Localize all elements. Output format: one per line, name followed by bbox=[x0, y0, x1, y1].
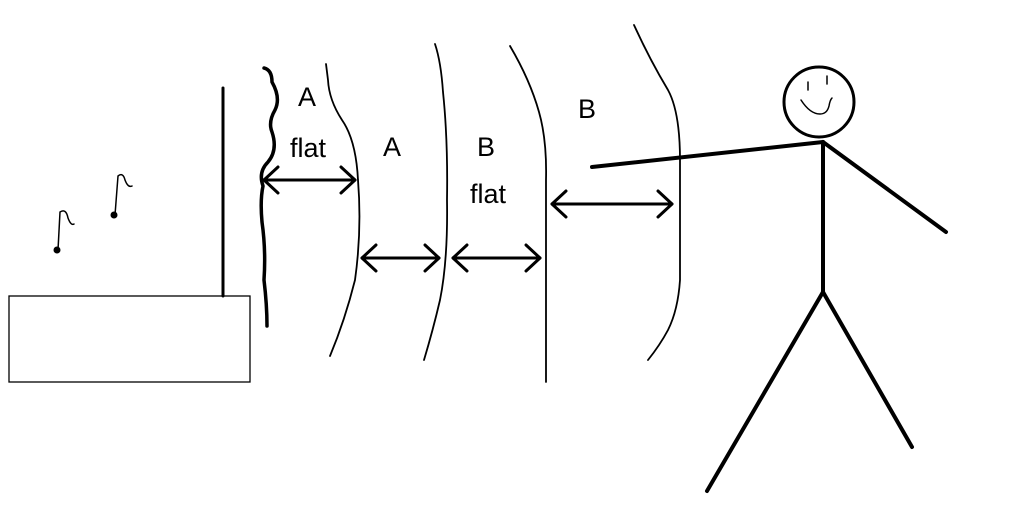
stick-figure-face bbox=[800, 75, 833, 115]
stick-figure-pointing-arm bbox=[590, 140, 825, 169]
arrow-b bbox=[451, 243, 542, 273]
arrow-b-flat bbox=[550, 189, 674, 219]
music-note-left bbox=[53, 210, 75, 254]
label-b-flat-word: flat bbox=[470, 179, 507, 209]
label-b: B bbox=[477, 132, 495, 162]
wavefront-4 bbox=[509, 45, 548, 383]
label-b-top: B bbox=[578, 94, 596, 124]
wavefront-5 bbox=[633, 24, 681, 361]
arrow-a bbox=[360, 243, 441, 273]
label-a-flat-word: flat bbox=[290, 133, 327, 163]
wavefront-2 bbox=[325, 63, 361, 357]
stick-figure-head bbox=[782, 65, 856, 139]
stick-figure-right-arm bbox=[821, 140, 948, 234]
label-a: A bbox=[383, 132, 401, 162]
label-a-flat-letter: A bbox=[298, 82, 316, 112]
stick-figure-right-leg bbox=[821, 290, 914, 449]
wavefront-3 bbox=[423, 43, 449, 361]
wavefront-1 bbox=[259, 66, 280, 328]
stick-figure-left-leg bbox=[705, 290, 825, 493]
stick-figure bbox=[590, 65, 948, 493]
music-note-right bbox=[110, 173, 133, 219]
arrow-a-flat bbox=[262, 165, 357, 195]
speaker-box bbox=[8, 295, 251, 383]
